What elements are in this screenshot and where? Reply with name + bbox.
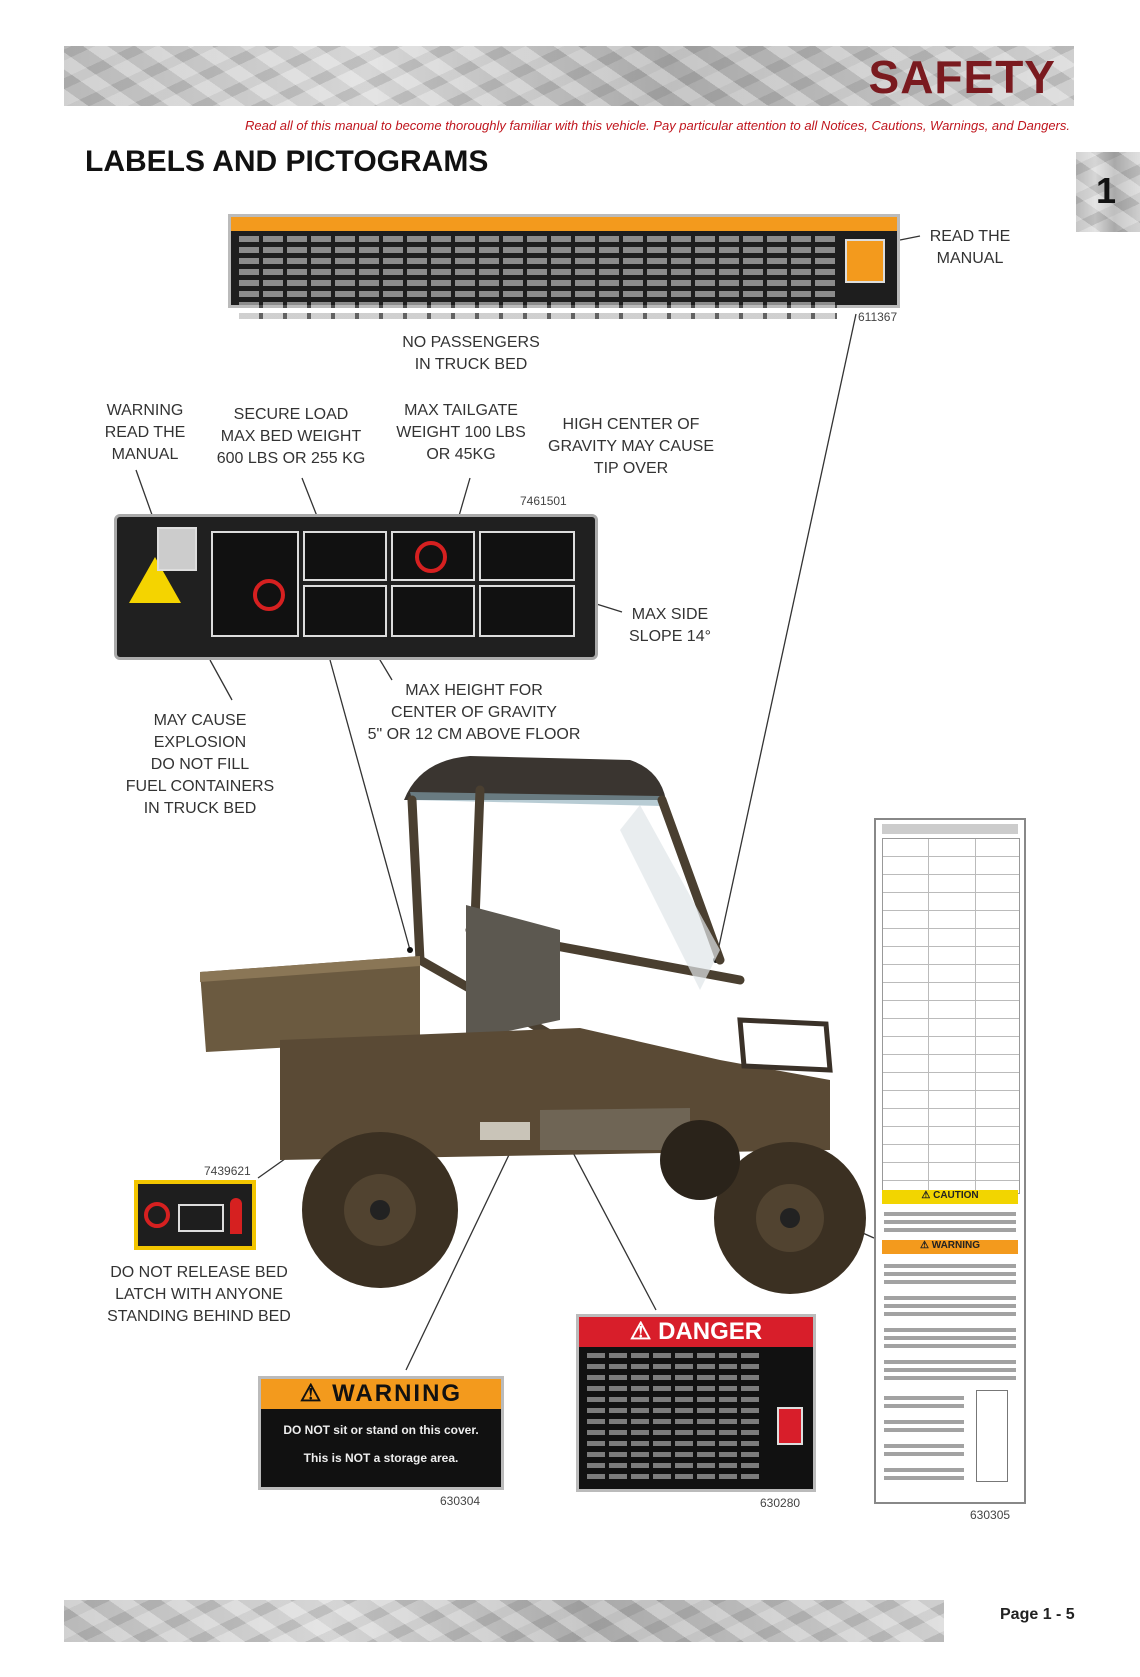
pictogram-cog-height — [303, 585, 387, 637]
pictogram-secure-load — [303, 531, 387, 581]
decal-orange-bar — [231, 217, 897, 231]
pictogram-fuel — [211, 531, 299, 637]
prohibited-icon — [253, 579, 285, 611]
caution-bar: ⚠ CAUTION — [882, 1190, 1018, 1204]
pictogram-tailgate — [391, 585, 475, 637]
warning-decal: ⚠ WARNING DO NOT sit or stand on this co… — [258, 1376, 504, 1490]
subtitle: Read all of this manual to become thorou… — [245, 118, 1070, 133]
warning-decal-head: ⚠ WARNING — [261, 1379, 501, 1409]
chapter-tab: 1 — [1076, 152, 1140, 232]
prohibited-icon — [415, 541, 447, 573]
part-number-latch: 7439621 — [204, 1164, 251, 1178]
part-number-danger: 630280 — [760, 1496, 801, 1510]
warning-decal-line2: This is NOT a storage area. — [303, 1451, 459, 1465]
book-icon — [845, 239, 885, 283]
maintenance-table — [882, 838, 1020, 1194]
top-warning-decal — [228, 214, 900, 319]
page-number: Page 1 - 5 — [1000, 1606, 1075, 1623]
danger-decal-head: ⚠ DANGER — [579, 1317, 813, 1347]
chapter-number: 1 — [1096, 170, 1117, 211]
part-number-pictogram: 7461501 — [520, 494, 567, 508]
tall-caution-label: ⚠ CAUTION ⚠ WARNING — [874, 818, 1026, 1504]
manual-book-icon — [157, 527, 197, 571]
person-icon — [230, 1198, 242, 1234]
warning-decal-line1: DO NOT sit or stand on this cover. — [283, 1423, 479, 1437]
table-header — [882, 824, 1018, 834]
manual-book-icon — [777, 1407, 803, 1445]
bottle-icon — [976, 1390, 1008, 1482]
part-number-top: 611367 — [858, 310, 898, 324]
prohibited-icon — [144, 1202, 170, 1228]
footer-band — [64, 1600, 944, 1642]
leader-top-decal — [715, 313, 857, 961]
pictogram-decal — [114, 514, 598, 660]
part-number-tall: 630305 — [970, 1508, 1011, 1522]
pictogram-side-slope — [479, 585, 575, 637]
tailgate-icon — [178, 1204, 224, 1232]
section-title: LABELS AND PICTOGRAMS — [85, 145, 489, 178]
warning-bar: ⚠ WARNING — [882, 1240, 1018, 1254]
header-band: SAFETY — [64, 46, 1074, 106]
page-title: SAFETY — [868, 51, 1056, 103]
pictogram-no-passengers — [391, 531, 475, 581]
bed-latch-decal — [134, 1180, 256, 1250]
part-number-warning: 630304 — [440, 1494, 481, 1508]
danger-decal: ⚠ DANGER — [576, 1314, 816, 1492]
pictogram-tip-over — [479, 531, 575, 581]
